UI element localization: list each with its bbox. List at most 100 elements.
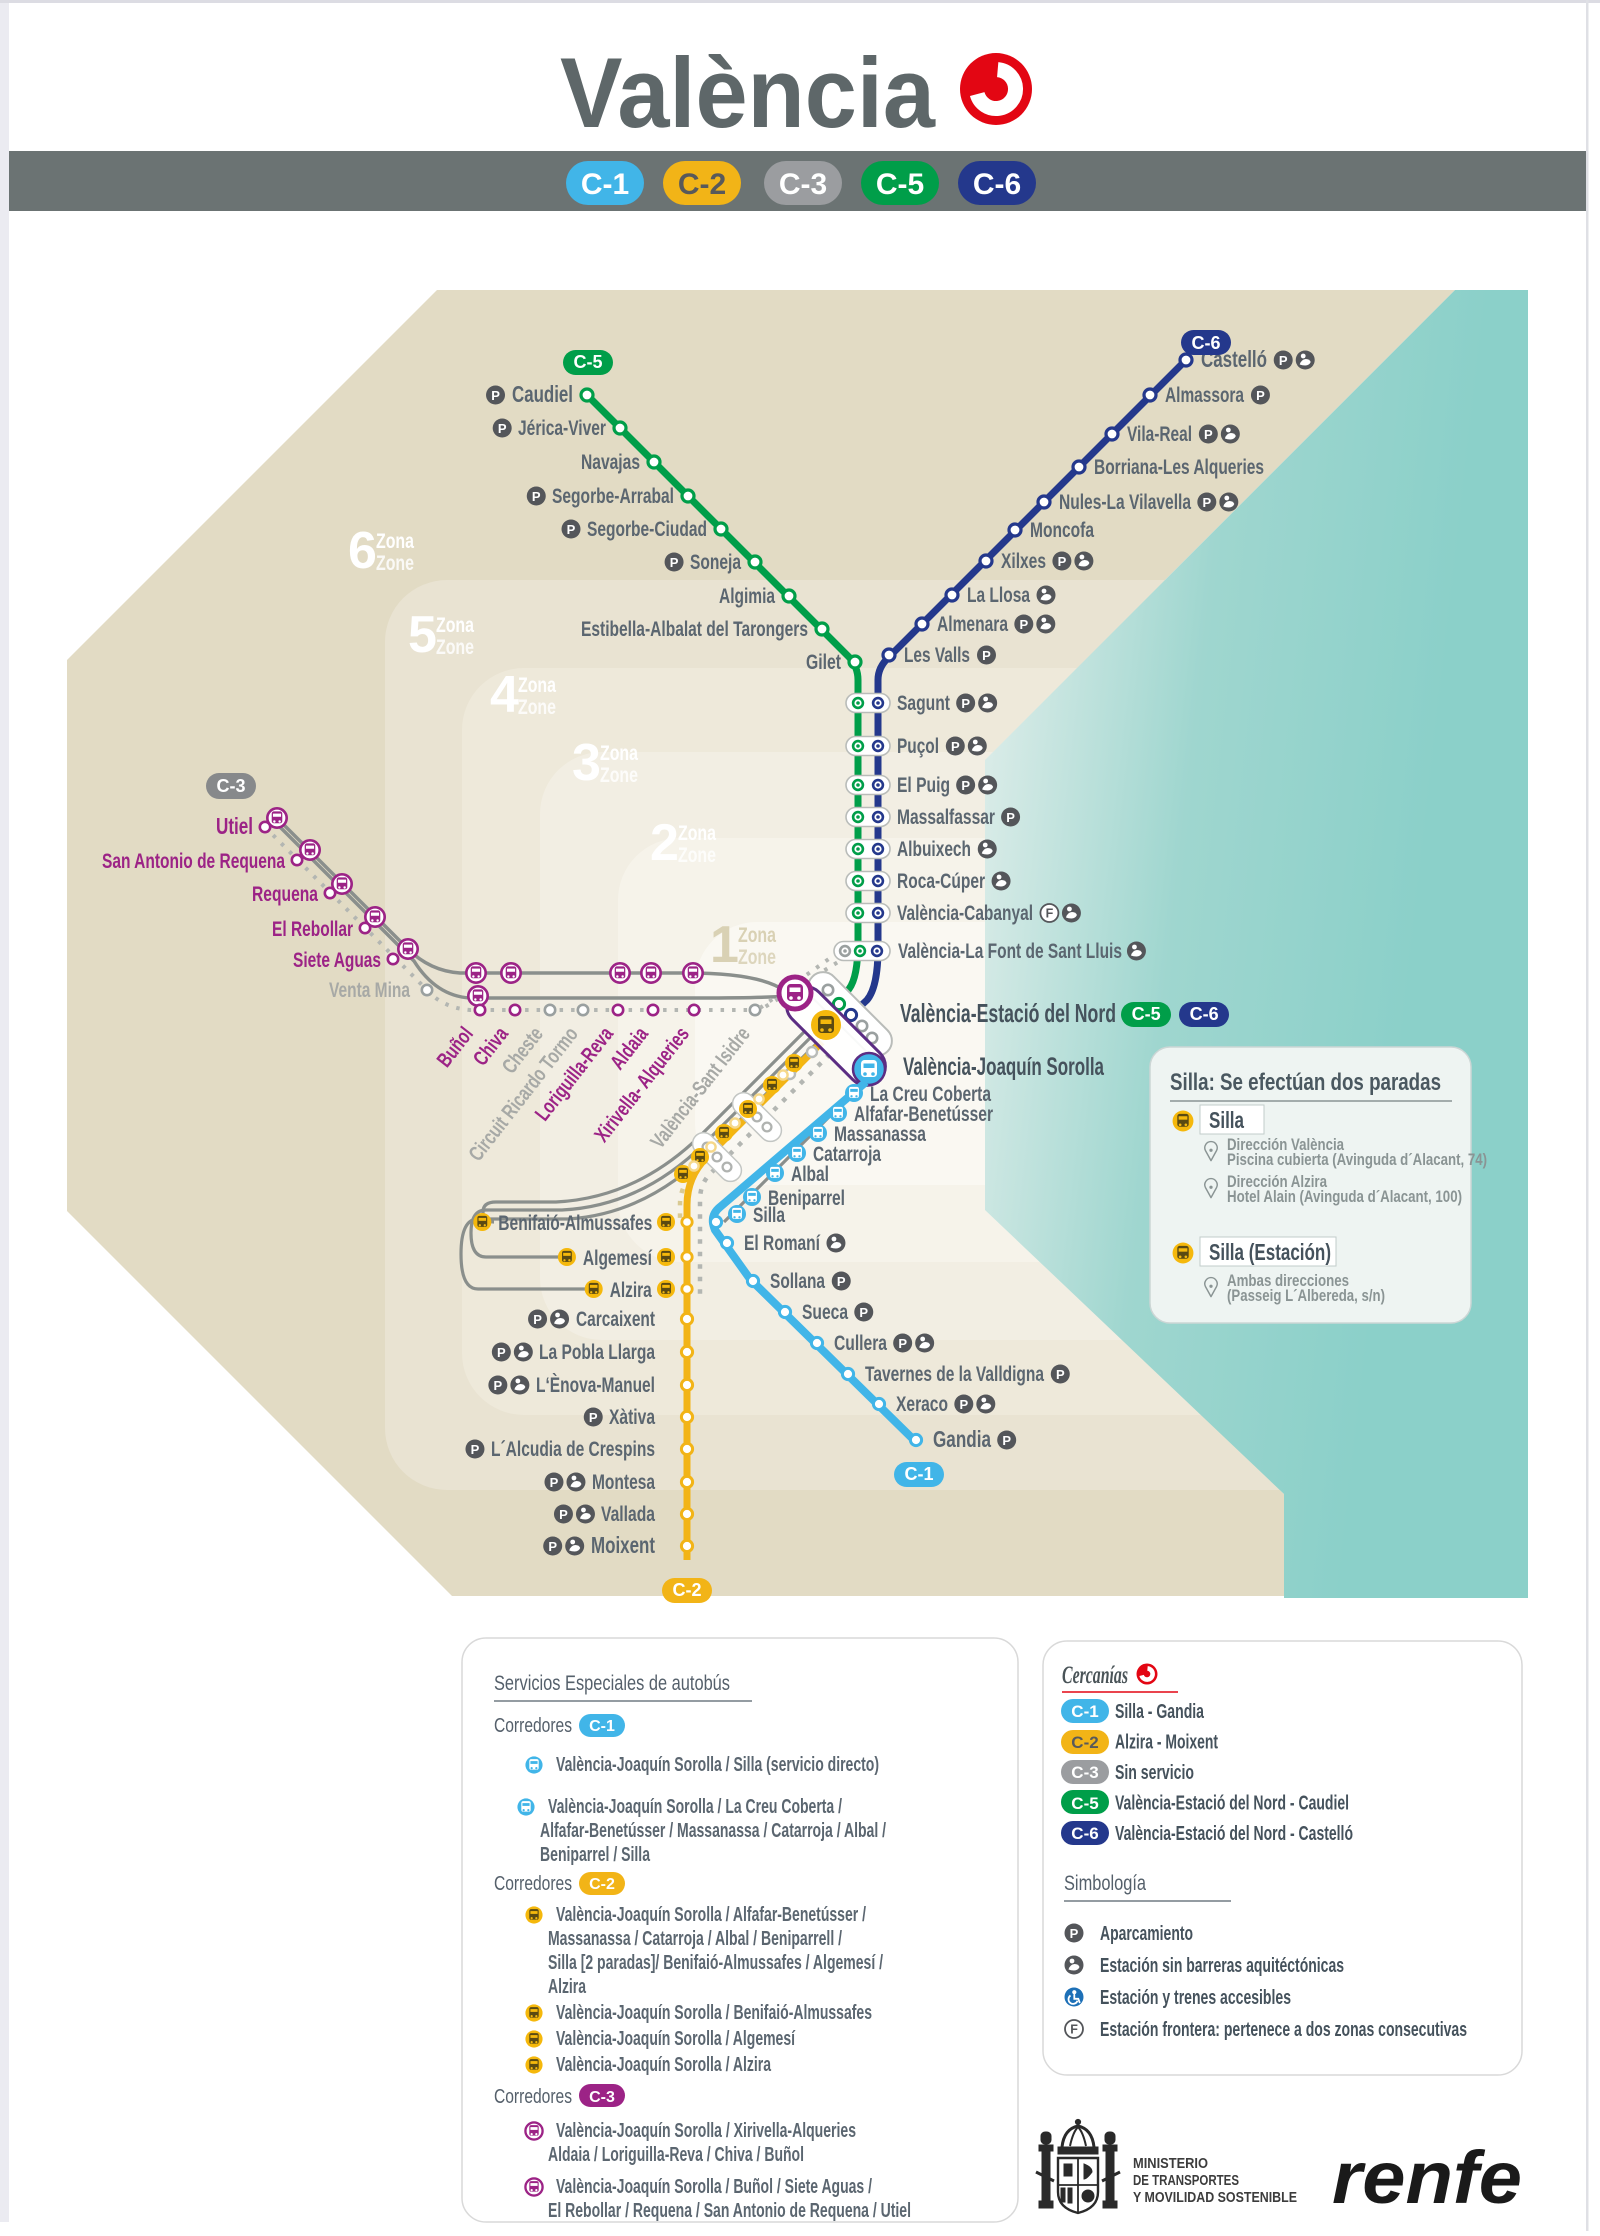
- svg-text:Alzira: Alzira: [610, 1279, 652, 1302]
- svg-text:Xilxes: Xilxes: [1001, 550, 1046, 573]
- svg-text:Algimia: Algimia: [719, 585, 775, 608]
- svg-text:Silla: Silla: [1209, 1107, 1244, 1133]
- svg-text:Segorbe-Ciudad: Segorbe-Ciudad: [587, 518, 707, 541]
- svg-text:Aparcamiento: Aparcamiento: [1100, 1923, 1193, 1945]
- svg-text:Silla: Silla: [753, 1204, 785, 1227]
- svg-text:1: 1: [710, 916, 739, 974]
- svg-text:Massanassa / Catarroja / Albal: Massanassa / Catarroja / Albal / Benipar…: [548, 1928, 842, 1950]
- svg-text:El Romaní: El Romaní: [744, 1232, 821, 1255]
- svg-text:3: 3: [572, 734, 601, 792]
- svg-text:Utiel: Utiel: [216, 813, 253, 839]
- svg-text:Piscina cubierta (Avinguda d´A: Piscina cubierta (Avinguda d´Alacant, 74…: [1227, 1150, 1487, 1169]
- svg-text:renfe: renfe: [1332, 2136, 1522, 2219]
- svg-text:Zone: Zone: [436, 636, 474, 659]
- svg-text:Vallada: Vallada: [601, 1503, 655, 1526]
- svg-text:Soneja: Soneja: [690, 551, 741, 574]
- svg-text:Xàtiva: Xàtiva: [609, 1406, 655, 1429]
- svg-text:Y MOVILIDAD SOSTENIBLE: Y MOVILIDAD SOSTENIBLE: [1133, 2190, 1297, 2206]
- svg-text:C-3: C-3: [216, 776, 245, 796]
- svg-text:València-Joaquín Sorolla / Xir: València-Joaquín Sorolla / Xirivella-Alq…: [556, 2120, 856, 2142]
- svg-text:San Antonio de Requena: San Antonio de Requena: [102, 850, 285, 873]
- svg-text:C-2: C-2: [678, 168, 726, 201]
- svg-text:Corredores: Corredores: [494, 1715, 572, 1737]
- svg-text:Zone: Zone: [738, 946, 776, 969]
- svg-text:Xeraco: Xeraco: [896, 1393, 948, 1416]
- svg-text:C-3: C-3: [589, 2089, 615, 2106]
- svg-text:Gilet: Gilet: [806, 651, 841, 674]
- svg-text:El Rebollar: El Rebollar: [272, 918, 353, 941]
- svg-text:5: 5: [408, 606, 437, 664]
- svg-text:Puçol: Puçol: [897, 735, 939, 758]
- svg-text:València-Estació del Nord - Ca: València-Estació del Nord - Caudiel: [1115, 1793, 1349, 1815]
- svg-text:DE TRANSPORTES: DE TRANSPORTES: [1133, 2173, 1239, 2189]
- svg-text:Zona: Zona: [436, 614, 474, 637]
- svg-text:València-Estació del Nord: València-Estació del Nord: [900, 998, 1116, 1028]
- svg-text:València-Estació del Nord - Ca: València-Estació del Nord - Castelló: [1115, 1823, 1353, 1845]
- svg-text:C-5: C-5: [1071, 1794, 1098, 1813]
- svg-text:Silla: Se efectúan dos paradas: Silla: Se efectúan dos paradas: [1170, 1069, 1441, 1096]
- svg-text:C-1: C-1: [1071, 1702, 1098, 1721]
- svg-text:Dirección València: Dirección València: [1227, 1135, 1344, 1154]
- svg-text:Siete Aguas: Siete Aguas: [293, 949, 381, 972]
- svg-text:Silla [2 paradas]/ Benifaió-Al: Silla [2 paradas]/ Benifaió-Almussafes /…: [548, 1952, 883, 1974]
- svg-text:Beniparrel / Silla: Beniparrel / Silla: [540, 1844, 651, 1866]
- svg-text:Silla - Gandia: Silla - Gandia: [1115, 1701, 1205, 1723]
- svg-text:Estibella-Albalat del Taronger: Estibella-Albalat del Tarongers: [581, 618, 808, 641]
- svg-text:Requena: Requena: [252, 883, 318, 906]
- svg-text:Sueca: Sueca: [802, 1301, 848, 1324]
- svg-text:Almenara: Almenara: [937, 613, 1008, 636]
- svg-text:València-Joaquín Sorolla / La: València-Joaquín Sorolla / La Creu Cober…: [548, 1796, 842, 1818]
- svg-text:Roca-Cúper: Roca-Cúper: [897, 870, 985, 893]
- svg-text:Zona: Zona: [738, 924, 776, 947]
- svg-text:València-Joaquín Sorolla / Sil: València-Joaquín Sorolla / Silla (servic…: [556, 1754, 879, 1776]
- svg-text:Caudiel: Caudiel: [512, 381, 573, 407]
- svg-text:C-2: C-2: [1071, 1733, 1098, 1752]
- svg-text:Tavernes de la Valldigna: Tavernes de la Valldigna: [865, 1363, 1044, 1386]
- svg-text:Zone: Zone: [518, 696, 556, 719]
- svg-text:Corredores: Corredores: [494, 1873, 572, 1895]
- svg-text:Estación frontera: pertenece a: Estación frontera: pertenece a dos zonas…: [1100, 2019, 1467, 2041]
- svg-text:Zone: Zone: [376, 552, 414, 575]
- svg-text:Beniparrel: Beniparrel: [768, 1187, 845, 1210]
- svg-text:Sollana: Sollana: [770, 1270, 825, 1293]
- svg-text:C-3: C-3: [1071, 1763, 1098, 1782]
- svg-text:C-6: C-6: [1191, 333, 1220, 353]
- svg-text:Estación sin barreras aquitéct: Estación sin barreras aquitéctónicas: [1100, 1955, 1344, 1977]
- svg-text:Les Valls: Les Valls: [904, 644, 970, 667]
- svg-text:Aldaia / Loriguilla-Reva / Chi: Aldaia / Loriguilla-Reva / Chiva / Buñol: [548, 2144, 804, 2166]
- svg-text:Sagunt: Sagunt: [897, 692, 950, 715]
- svg-text:La Pobla Llarga: La Pobla Llarga: [539, 1341, 655, 1364]
- svg-text:Moncofa: Moncofa: [1030, 519, 1094, 542]
- svg-text:C-6: C-6: [973, 168, 1021, 201]
- svg-text:Zona: Zona: [518, 674, 556, 697]
- svg-text:4: 4: [490, 666, 519, 724]
- svg-text:Albuixech: Albuixech: [897, 838, 971, 861]
- svg-text:Moixent: Moixent: [591, 1532, 655, 1558]
- svg-text:Sin servicio: Sin servicio: [1115, 1762, 1194, 1784]
- svg-text:Zona: Zona: [376, 530, 414, 553]
- svg-text:Silla (Estación): Silla (Estación): [1209, 1239, 1331, 1265]
- svg-text:C-6: C-6: [1190, 1004, 1219, 1024]
- svg-text:C-2: C-2: [672, 1580, 701, 1600]
- svg-text:València-La Font de Sant Lluis: València-La Font de Sant Lluis: [898, 940, 1122, 963]
- svg-text:València-Joaquín Sorolla: València-Joaquín Sorolla: [903, 1053, 1105, 1081]
- svg-text:La Llosa: La Llosa: [967, 584, 1030, 607]
- svg-text:L´Alcudia de Crespins: L´Alcudia de Crespins: [491, 1438, 655, 1461]
- svg-text:Vila-Real: Vila-Real: [1127, 423, 1192, 446]
- svg-text:C-5: C-5: [573, 352, 602, 372]
- svg-text:MINISTERIO: MINISTERIO: [1133, 2156, 1208, 2172]
- svg-text:Algemesí: Algemesí: [583, 1247, 653, 1270]
- svg-text:València: València: [560, 37, 936, 148]
- svg-text:Navajas: Navajas: [581, 451, 640, 474]
- svg-text:Massanassa: Massanassa: [834, 1123, 926, 1146]
- svg-text:Zone: Zone: [600, 764, 638, 787]
- svg-text:Montesa: Montesa: [592, 1471, 655, 1494]
- svg-text:València-Joaquín Sorolla / Alf: València-Joaquín Sorolla / Alfafar-Benet…: [556, 1904, 866, 1926]
- svg-text:C-1: C-1: [904, 1464, 933, 1484]
- svg-text:Borriana-Les Alqueries: Borriana-Les Alqueries: [1094, 456, 1264, 479]
- svg-text:6: 6: [348, 522, 377, 580]
- svg-text:Segorbe-Arrabal: Segorbe-Arrabal: [552, 485, 674, 508]
- svg-text:Carcaixent: Carcaixent: [576, 1308, 655, 1331]
- svg-text:C-2: C-2: [589, 1876, 615, 1893]
- svg-text:Zona: Zona: [600, 742, 638, 765]
